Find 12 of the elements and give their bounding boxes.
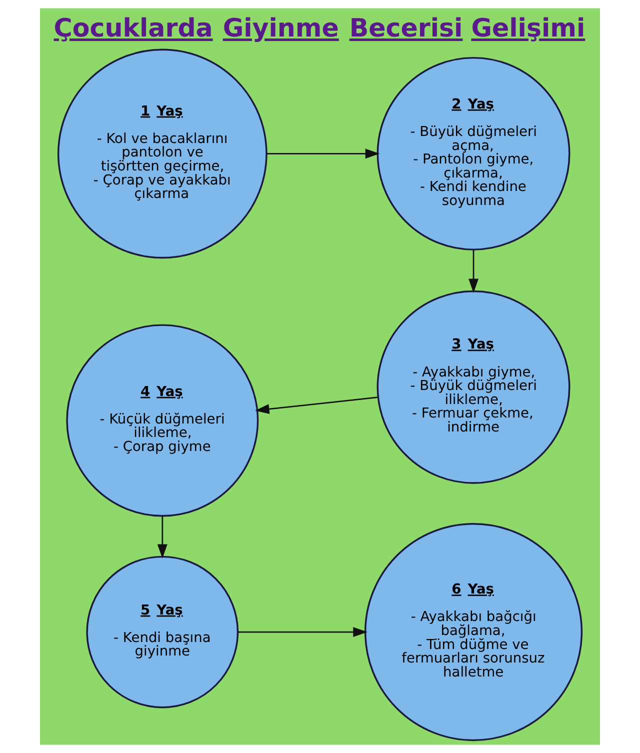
node-circle: 3 Yaş - Ayakkabı giyme, - Büyük düğmeleri ilikleme, - Fermuar çekme, indirme <box>376 290 570 484</box>
node-circle: 5 Yaş - Kendi başına giyinme <box>86 556 239 708</box>
node-circle: 4 Yaş - Küçük düğmeleri ilikleme, - Çorap giyme <box>66 324 259 517</box>
arrow <box>157 516 168 558</box>
node-circle: 2 Yaş - Büyük düğmeleri açma, - Pantolon giyme, çıkarma, - Kendi kendine soyunma <box>376 56 570 250</box>
arrow <box>254 396 378 414</box>
diagram-title: Çocuklarda Giyinme Becerisi Gelişimi <box>54 14 586 43</box>
node-circle: 6 Yaş - Ayakkabı bağcığı bağlama, - Tüm düğme ve fermuarları sorunsuz halletme <box>364 522 583 742</box>
arrow <box>238 627 368 638</box>
arrow <box>468 250 479 293</box>
arrow <box>266 148 380 159</box>
node-circle: 1 Yaş - Kol ve bacaklarını pantolon ve tişörtten geçirme, - Çorap ve ayakkabı çıkarma <box>57 48 268 259</box>
